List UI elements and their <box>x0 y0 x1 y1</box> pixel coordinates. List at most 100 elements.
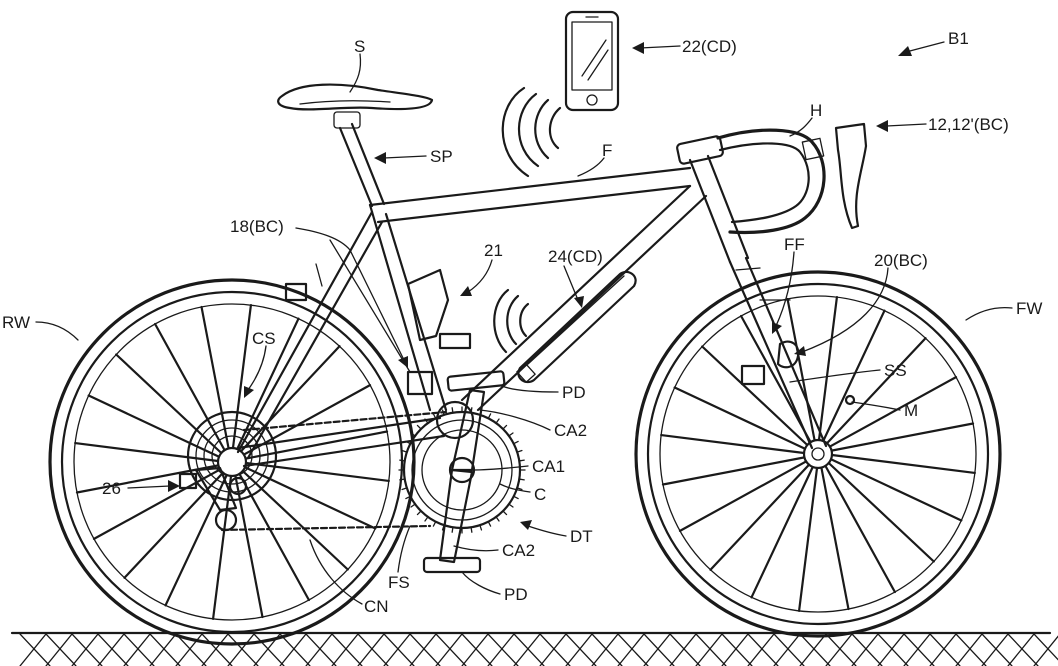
front-wheel-spoke <box>660 433 806 455</box>
ground-hatch-line <box>45 633 73 666</box>
label-front-derailleur-ctrl: 20(BC) <box>874 251 928 270</box>
ground-hatch-line <box>71 633 103 666</box>
rear-wheel-spoke <box>244 461 390 483</box>
ground-hatch-line <box>97 633 129 666</box>
ground-hatch-line <box>903 633 935 666</box>
chainring-tooth <box>401 449 408 453</box>
label-bicycle-ref: B1 <box>948 29 969 48</box>
label-frame: F <box>602 141 612 160</box>
ground-hatch-line <box>617 633 649 666</box>
label-front-wheel: FW <box>1016 299 1042 318</box>
front-wheel-spoke <box>827 461 935 563</box>
ground-hatch-line <box>565 633 597 666</box>
chainring-tooth <box>424 516 429 522</box>
front-wheel-spoke <box>678 460 808 533</box>
ground-hatch-line <box>799 633 827 666</box>
chainring-tooth <box>479 524 483 531</box>
ground-hatch-line <box>45 633 77 666</box>
wireless-signal-phone <box>501 86 562 178</box>
label-drive-train: DT <box>570 527 593 546</box>
ground-hatch-line <box>877 633 905 666</box>
ground-hatch-line <box>747 633 779 666</box>
chainring-tooth <box>470 407 473 414</box>
ground-hatch-line <box>175 633 207 666</box>
ground-hatch-line <box>279 633 307 666</box>
ground-hatch-line <box>695 633 723 666</box>
front-wheel-spoke <box>830 422 975 452</box>
ground-hatch-line <box>461 633 489 666</box>
front-wheel-spoke <box>797 466 819 612</box>
ground-hatch-line <box>1033 635 1058 666</box>
label-battery-unit: 24(CD) <box>548 247 603 266</box>
rear-wheel <box>48 278 416 646</box>
ground-hatch-line <box>1007 633 1035 666</box>
front-wheel-spoke <box>701 345 809 447</box>
ground-hatch-line <box>539 633 571 666</box>
chainring-tooth <box>487 413 492 419</box>
leader-lines <box>35 41 1013 605</box>
label-crank-axle: CA1 <box>532 457 565 476</box>
front-fork <box>728 256 828 450</box>
ground-hatch-line <box>227 633 255 666</box>
front-wheel-spoke <box>817 296 839 442</box>
chainring-tooth <box>502 510 508 516</box>
chainring-tooth <box>495 516 500 522</box>
rear-wheel-spoke <box>236 317 300 451</box>
ground-hatch-line <box>851 633 879 666</box>
rear-wheel-spoke <box>153 322 226 452</box>
label-frame-sensor: FS <box>388 573 410 592</box>
ground-hatch-line <box>851 633 883 666</box>
ground-hatch-line <box>279 633 311 666</box>
ground-hatch-line <box>97 633 125 666</box>
chainring-tooth <box>405 440 411 445</box>
ground-hatch-line <box>643 633 671 666</box>
ground-hatch-line <box>19 633 47 666</box>
rear-wheel-spoke <box>74 441 220 463</box>
front-wheel-spoke <box>822 309 886 443</box>
front-wheel <box>634 270 1002 638</box>
seatpost <box>333 111 386 208</box>
rear-wheel-spoke <box>231 304 253 450</box>
ground-hatch-line <box>201 633 233 666</box>
ground-hatch-line <box>435 633 463 666</box>
rear-wheel-spoke <box>123 471 225 579</box>
label-chain-stay: CS <box>252 329 276 348</box>
chainring-tooth <box>410 432 416 437</box>
ground-hatch-line <box>929 633 957 666</box>
pedals <box>422 370 506 574</box>
label-rear-sensor: 26 <box>102 479 121 498</box>
ground-hatch-line <box>253 633 285 666</box>
ground-hatch-line <box>591 633 623 666</box>
rear-wheel-spoke <box>243 466 377 530</box>
chainring-tooth <box>518 478 525 481</box>
label-bottle-cage: 21 <box>484 241 503 260</box>
ground-hatch-line <box>409 633 441 666</box>
label-speed-sensor: SS <box>884 361 907 380</box>
ground-hatch-line <box>19 633 51 666</box>
chainring-tooth <box>502 424 508 430</box>
ground-hatch-line <box>513 633 541 666</box>
ground-hatch-line <box>331 633 359 666</box>
ground-hatch-line <box>357 633 385 666</box>
ground-hatch-line <box>903 633 931 666</box>
chainring-tooth <box>451 526 454 533</box>
ground-hatch-line <box>929 633 961 666</box>
ground-hatch-line <box>1033 633 1058 661</box>
ground-hatch-line <box>461 633 493 666</box>
ground-hatch-line <box>71 633 99 666</box>
ground-hatch-line <box>773 633 805 666</box>
ground-hatch-line <box>123 633 155 666</box>
ground-hatch-line <box>695 633 727 666</box>
chainring-tooth <box>410 503 416 508</box>
label-smart-device: 22(CD) <box>682 37 737 56</box>
ground-hatch-line <box>1007 633 1039 666</box>
chain <box>220 410 448 532</box>
rear-wheel-spoke <box>115 353 223 455</box>
ground-hatch-line <box>227 633 259 666</box>
magnet-sensor <box>844 394 856 406</box>
chainring-tooth <box>401 487 408 491</box>
rear-wheel-spoke <box>200 305 230 450</box>
chainring-tooth <box>416 424 422 430</box>
ground-hatch-line <box>669 633 697 666</box>
ground-hatch-line <box>591 633 619 666</box>
